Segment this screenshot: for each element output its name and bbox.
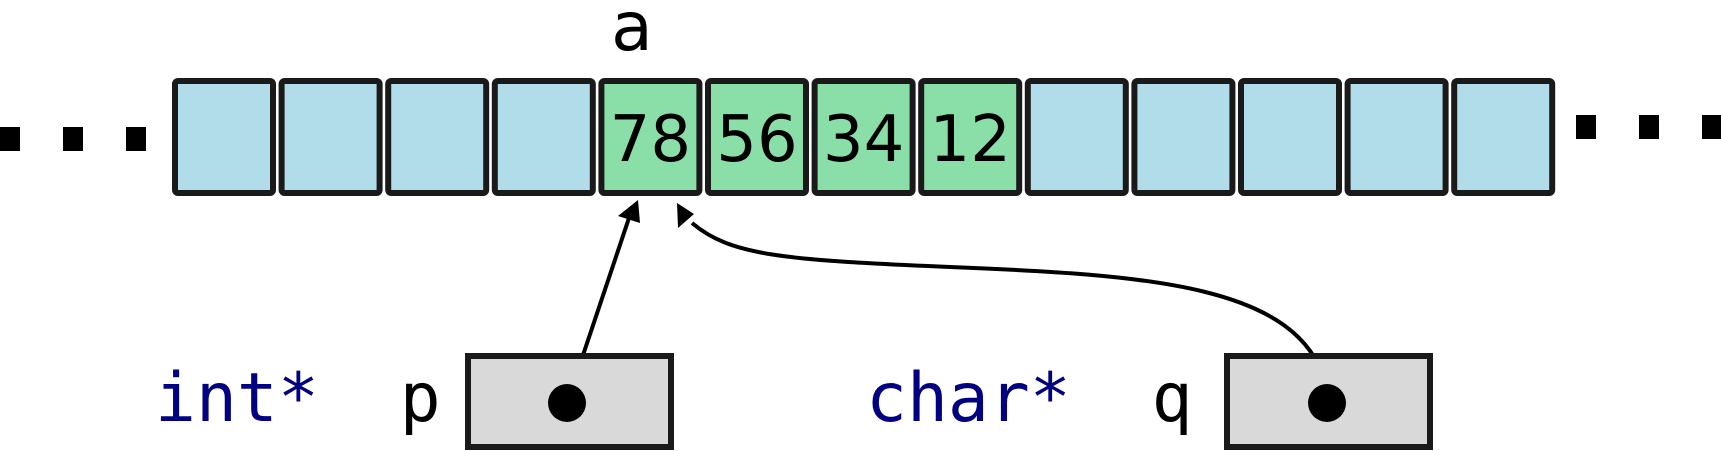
pointer-q-box <box>1224 353 1433 450</box>
memory-cell-value: 56 <box>716 103 797 177</box>
memory-cell <box>918 78 1023 196</box>
pointer-p-arrowhead <box>618 200 640 223</box>
pointer-q-declaration: char* q <box>866 359 1193 438</box>
left-ellipsis <box>0 127 146 151</box>
memory-cell <box>705 78 809 196</box>
memory-cell <box>1131 78 1236 196</box>
memory-cell <box>811 78 916 196</box>
pointer-q-arrowhead <box>677 203 694 228</box>
pointer-p-name: p <box>400 359 441 438</box>
memory-cell <box>1344 78 1449 196</box>
pointer-q-type: char* <box>866 359 1071 438</box>
memory-cell <box>278 78 383 196</box>
pointer-q-arrow <box>690 221 1328 386</box>
pointer-p-type: int* <box>155 359 319 438</box>
memory-cell-value: 12 <box>929 103 1010 177</box>
memory-cell <box>1024 78 1129 196</box>
memory-cell <box>598 78 703 196</box>
array-name-label: a <box>611 0 653 67</box>
pointer-p-dot <box>548 384 586 422</box>
memory-cell <box>1451 78 1556 196</box>
memory-cell <box>491 78 596 196</box>
right-ellipsis <box>1576 115 1721 139</box>
pointer-p-declaration: int* p <box>155 359 441 438</box>
memory-cell <box>385 78 490 196</box>
pointer-q-name: q <box>1152 359 1193 438</box>
memory-cells: 78 56 34 12 <box>172 78 1556 196</box>
memory-cell-value: 78 <box>610 103 691 177</box>
memory-cell <box>1238 78 1342 196</box>
pointer-q-dot <box>1308 384 1346 422</box>
memory-cell-value: 34 <box>823 103 904 177</box>
memory-cell <box>172 78 276 196</box>
